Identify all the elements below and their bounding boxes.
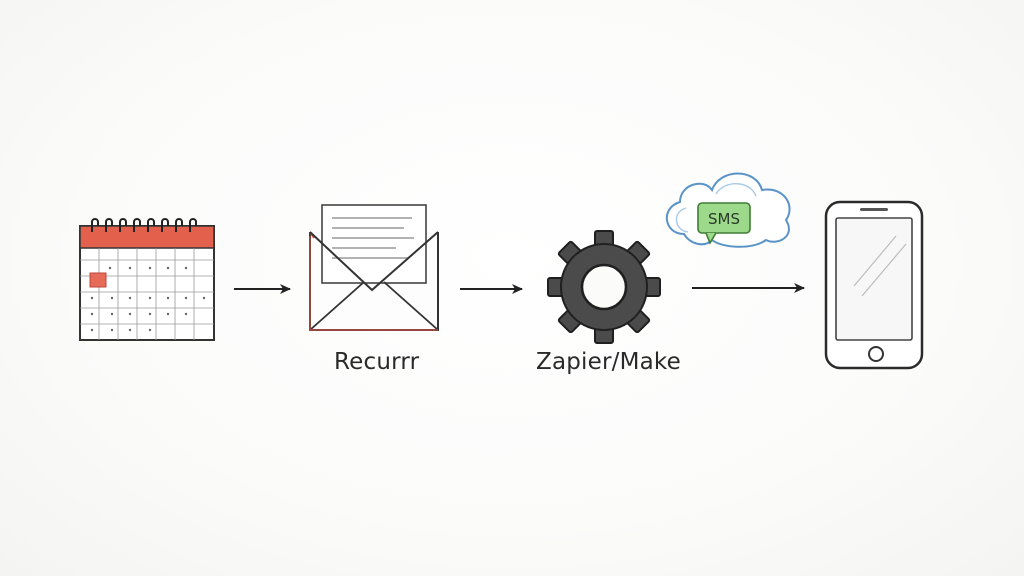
screen-glare [853, 235, 907, 297]
zapier-make-label: Zapier/Make [536, 349, 681, 375]
phone-speaker [860, 208, 888, 211]
phone-screen [835, 217, 913, 341]
recurrr-label: Recurrr [334, 349, 420, 375]
letter-lines [332, 217, 414, 259]
sms-bubble: SMS [697, 202, 751, 245]
letter-sheet [321, 204, 427, 284]
gear-hole [580, 263, 628, 311]
calendar-highlighted-day [89, 272, 107, 288]
smartphone-icon [824, 200, 924, 370]
calendar-day-marks [90, 266, 206, 332]
calendar-icon [79, 218, 215, 341]
sms-label: SMS [708, 210, 740, 228]
gear-icon [547, 230, 661, 344]
envelope-icon [309, 204, 439, 331]
home-button [868, 346, 884, 362]
calendar-rings [91, 218, 197, 232]
